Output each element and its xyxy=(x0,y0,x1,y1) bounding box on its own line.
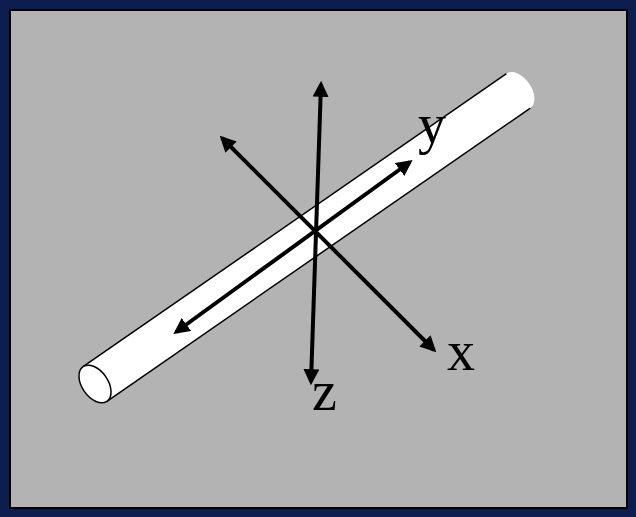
cylinder-body xyxy=(83,74,530,402)
cylinder-edge xyxy=(83,74,506,367)
axis-label: z xyxy=(312,363,337,419)
panel xyxy=(10,10,627,508)
z-axis-arrow xyxy=(311,84,321,382)
cylinder-cap xyxy=(72,359,117,408)
axis-label: y xyxy=(418,96,446,152)
y-axis-arrow xyxy=(176,162,410,332)
x-axis-arrow xyxy=(222,138,434,350)
cylinder xyxy=(72,66,541,409)
axis-label: x xyxy=(447,323,475,379)
